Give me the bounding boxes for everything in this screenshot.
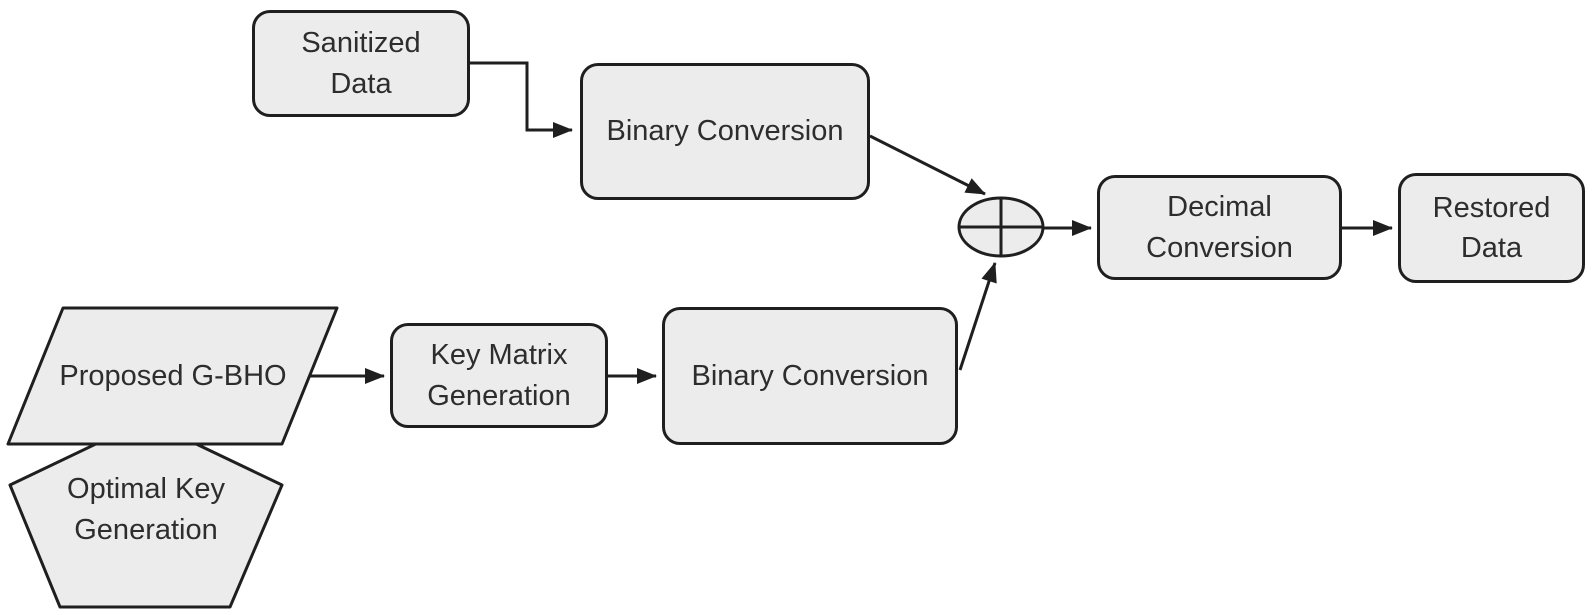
sanitized-data-label-line2: Data xyxy=(330,67,392,100)
key-matrix-generation-label-line2: Generation xyxy=(427,379,571,412)
optimal-key-generation-label-line2: Generation xyxy=(74,514,218,546)
proposed-gbho-label: Proposed G-BHO xyxy=(59,360,287,392)
connector-binary-bottom-to-xor xyxy=(958,262,997,371)
xor-circle-plus-icon xyxy=(957,196,1045,258)
node-binary-conversion-top: Binary Conversion xyxy=(580,63,870,200)
optimal-key-generation-label-line1: Optimal Key xyxy=(67,473,225,505)
node-sanitized-data: Sanitized Data xyxy=(252,10,470,117)
node-decimal-conversion: Decimal Conversion xyxy=(1097,175,1342,280)
binary-conversion-bottom-label: Binary Conversion xyxy=(691,359,929,392)
key-matrix-generation-label-line1: Key Matrix xyxy=(430,339,568,372)
restored-data-label-line1: Restored xyxy=(1432,191,1551,224)
decimal-conversion-label-line1: Decimal xyxy=(1167,191,1272,224)
binary-conversion-top-label: Binary Conversion xyxy=(606,115,844,148)
node-restored-data: Restored Data xyxy=(1398,173,1585,283)
decimal-conversion-label-line2: Conversion xyxy=(1146,231,1293,264)
restored-data-label-line2: Data xyxy=(1460,232,1523,264)
sanitized-data-label-line1: Sanitized xyxy=(301,27,421,60)
optimal-key-generation-shape xyxy=(8,418,284,609)
node-key-matrix-generation: Key Matrix Generation xyxy=(390,323,608,428)
connector-binary-top-to-xor xyxy=(869,134,986,196)
optimal-key-generation-label: Optimal Key Generation xyxy=(16,469,276,551)
connector-sanitized-to-binary-top xyxy=(470,61,573,138)
node-binary-conversion-bottom: Binary Conversion xyxy=(662,307,958,445)
proposed-gbho-shape xyxy=(6,306,339,446)
